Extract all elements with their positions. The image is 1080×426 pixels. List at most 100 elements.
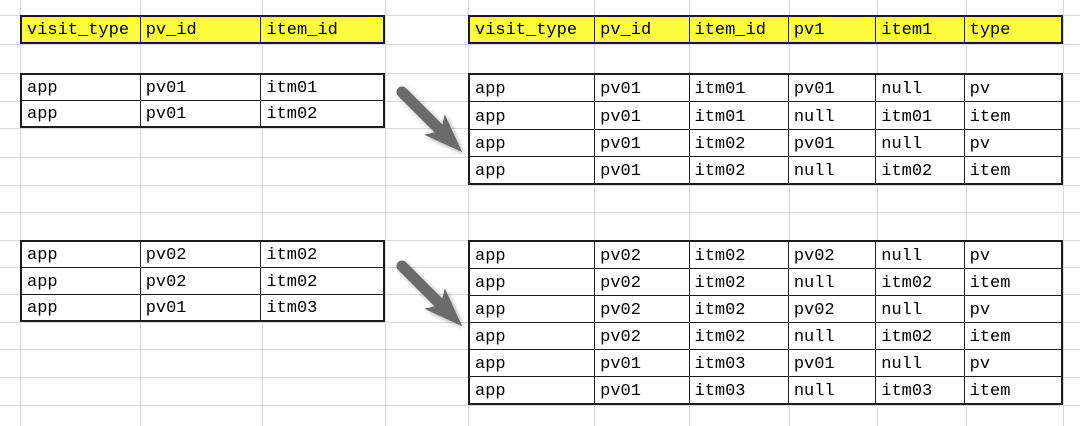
table-cell[interactable]: itm02 <box>876 156 965 183</box>
table-cell[interactable]: app <box>470 350 596 376</box>
table-cell[interactable]: app <box>470 75 596 102</box>
header-cell[interactable]: visit_type <box>470 17 596 42</box>
table-cell[interactable]: itm01 <box>876 102 965 129</box>
table-cell[interactable]: itm02 <box>876 323 965 349</box>
table-cell[interactable]: itm02 <box>266 105 318 124</box>
table-cell[interactable]: app <box>470 129 596 156</box>
table-cell[interactable]: itm02 <box>690 242 789 268</box>
table-cell[interactable]: pv01 <box>595 350 690 376</box>
table-cell[interactable]: pv01 <box>595 377 690 403</box>
table-cell[interactable]: itm02 <box>690 156 789 183</box>
header-cell[interactable]: pv1 <box>789 17 877 42</box>
table-cell[interactable]: app <box>470 323 596 349</box>
table-cell[interactable]: itm02 <box>690 323 789 349</box>
table-cell[interactable]: pv02 <box>595 242 690 268</box>
table-cell[interactable]: null <box>789 323 877 349</box>
table-cell[interactable]: itm02 <box>266 272 318 292</box>
header-cell[interactable]: item_id <box>690 17 789 42</box>
table-cell[interactable]: app <box>22 101 141 126</box>
table-cell[interactable]: item <box>969 162 1011 181</box>
table-cell[interactable]: pv <box>969 355 991 374</box>
table-cell[interactable]: null <box>789 102 877 129</box>
gridline <box>0 212 1080 213</box>
header-cell[interactable]: pv_id <box>141 17 262 42</box>
table-cell[interactable]: item <box>969 328 1011 347</box>
header-cell[interactable]: item1 <box>876 17 965 42</box>
table-cell[interactable]: pv01 <box>595 102 690 129</box>
table-cell[interactable]: pv <box>969 301 991 320</box>
table-cell[interactable]: pv01 <box>789 129 877 156</box>
table-cell[interactable]: app <box>470 269 596 295</box>
gridline <box>262 0 263 426</box>
table-cell[interactable]: itm02 <box>876 269 965 295</box>
table-cell[interactable]: pv02 <box>789 296 877 322</box>
table-cell[interactable]: null <box>876 75 965 102</box>
table-cell[interactable]: pv01 <box>141 294 262 320</box>
table-cell[interactable]: app <box>470 102 596 129</box>
gridline <box>877 0 878 426</box>
table-cell[interactable]: itm03 <box>876 377 965 403</box>
table-cell[interactable]: itm03 <box>690 350 789 376</box>
table-cell[interactable]: pv <box>969 134 991 154</box>
table-cell[interactable]: item <box>969 382 1011 401</box>
table-cell[interactable]: app <box>470 156 596 183</box>
table-cell[interactable]: item <box>969 274 1011 293</box>
header-cell[interactable]: type <box>969 21 1011 40</box>
table-cell[interactable]: pv01 <box>595 75 690 102</box>
table-cell[interactable]: itm01 <box>690 102 789 129</box>
table-cell[interactable]: pv02 <box>141 242 262 268</box>
header-cell[interactable]: visit_type <box>22 17 141 42</box>
table-cell[interactable]: pv <box>969 247 991 266</box>
table-cell[interactable]: pv <box>969 80 991 100</box>
table-cell[interactable]: null <box>789 156 877 183</box>
table-cell[interactable]: app <box>22 268 141 294</box>
table-cell[interactable]: pv02 <box>595 269 690 295</box>
table-cell[interactable]: pv01 <box>595 129 690 156</box>
table-cell[interactable]: null <box>876 242 965 268</box>
table-cell[interactable]: app <box>470 296 596 322</box>
table-cell[interactable]: app <box>22 294 141 320</box>
table-cell[interactable]: app <box>470 377 596 403</box>
table-cell[interactable]: pv02 <box>141 268 262 294</box>
gridline <box>1063 0 1064 426</box>
header-cell[interactable]: item_id <box>266 21 338 40</box>
table-cell[interactable]: pv01 <box>789 75 877 102</box>
table-cell[interactable]: app <box>22 242 141 268</box>
table-cell[interactable]: null <box>876 296 965 322</box>
table-cell[interactable]: itm01 <box>266 79 318 98</box>
table-cell[interactable]: pv02 <box>595 323 690 349</box>
table-cell[interactable]: itm02 <box>690 129 789 156</box>
table-cell[interactable]: null <box>789 377 877 403</box>
table-cell[interactable]: itm01 <box>690 75 789 102</box>
table-cell[interactable]: itm02 <box>690 296 789 322</box>
table-cell[interactable]: itm03 <box>690 377 789 403</box>
table-cell[interactable]: app <box>22 75 141 100</box>
table-cell[interactable]: itm02 <box>266 246 318 266</box>
table-cell[interactable]: pv01 <box>595 156 690 183</box>
table-cell[interactable]: pv01 <box>141 75 262 100</box>
table-cell[interactable]: null <box>876 129 965 156</box>
table-cell[interactable]: itm03 <box>266 298 318 318</box>
table-cell[interactable]: pv01 <box>141 101 262 126</box>
header-cell[interactable]: pv_id <box>595 17 690 42</box>
table-cell[interactable]: pv02 <box>595 296 690 322</box>
table-cell[interactable]: null <box>789 269 877 295</box>
table-cell[interactable]: item <box>969 107 1011 127</box>
table-cell[interactable]: app <box>470 242 596 268</box>
table-cell[interactable]: pv01 <box>789 350 877 376</box>
table-cell[interactable]: itm02 <box>690 269 789 295</box>
table-cell[interactable]: null <box>876 350 965 376</box>
table-cell[interactable]: pv02 <box>789 242 877 268</box>
